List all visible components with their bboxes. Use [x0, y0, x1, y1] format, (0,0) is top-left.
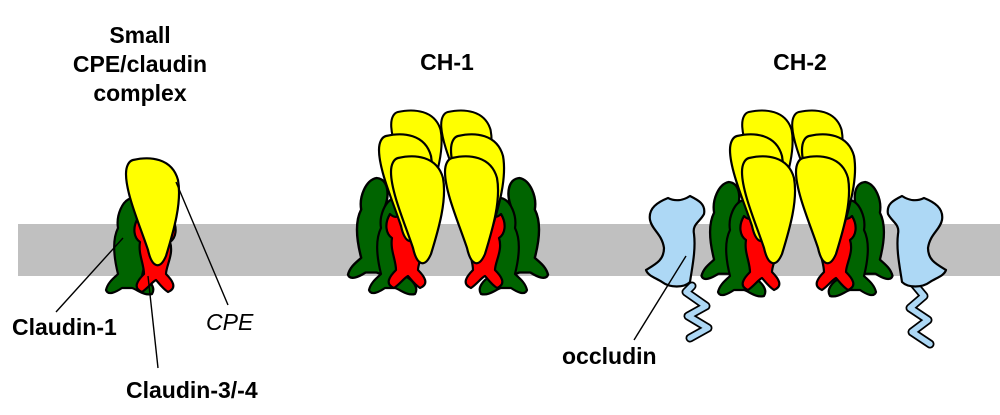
ch1-title: CH-1 — [420, 49, 474, 75]
cpe-leader — [175, 181, 229, 306]
cpe-label: CPE — [206, 309, 254, 335]
claudin-3-4-label: Claudin-3/-4 — [126, 377, 258, 403]
small-complex-title-line1: Small — [109, 22, 170, 48]
ch2-title: CH-2 — [773, 49, 827, 75]
claudin-1-leader — [55, 237, 124, 313]
claudin-1-label: Claudin-1 — [12, 314, 117, 340]
occludin-label: occludin — [562, 343, 657, 369]
small-complex-title-line2: CPE/claudin — [73, 51, 207, 77]
ch2-complex — [644, 109, 948, 349]
small-complex-title-line3: complex — [93, 80, 187, 106]
occludin-leader — [633, 255, 687, 341]
claudin-3-4-leader — [147, 275, 159, 369]
